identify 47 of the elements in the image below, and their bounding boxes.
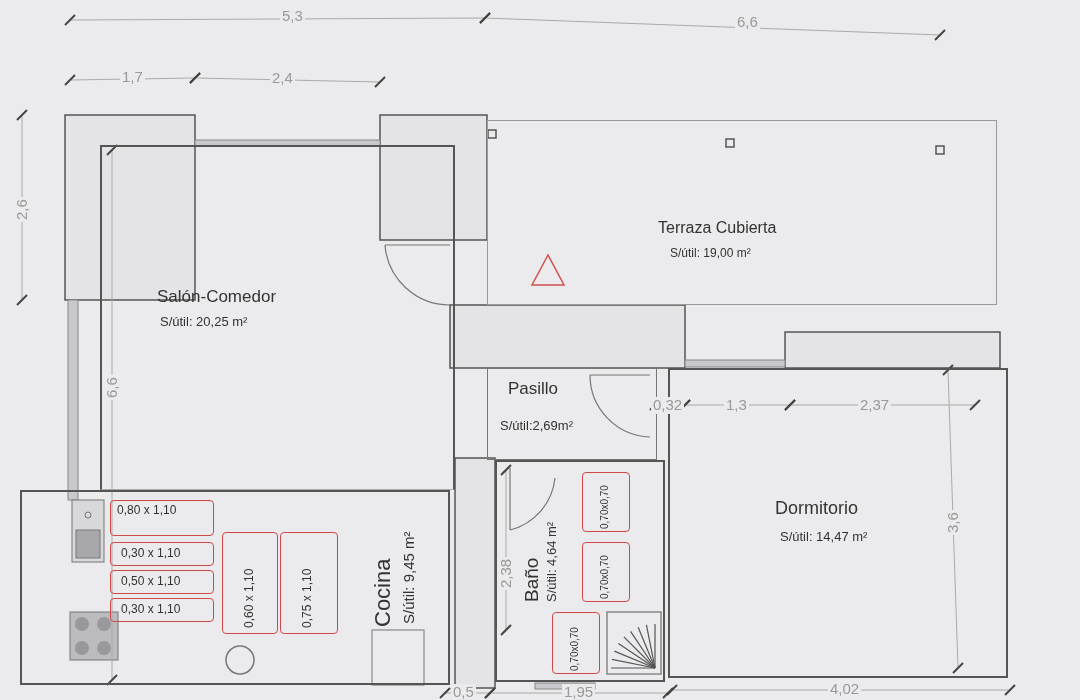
dimension-label: 3,6 bbox=[945, 510, 962, 535]
room-name: Dormitorio bbox=[775, 498, 858, 519]
dimension-label: 2,4 bbox=[270, 70, 295, 87]
size-label: 0,70x0,70 bbox=[569, 627, 581, 671]
furniture-outline bbox=[110, 542, 214, 566]
size-label: 0,30 x 1,10 bbox=[121, 603, 181, 617]
room-name: Terraza Cubierta bbox=[658, 219, 777, 238]
area-label: S/útil:2,69m² bbox=[500, 419, 573, 434]
furniture-outline bbox=[110, 570, 214, 594]
area-label: S/útil: 9,45 m² bbox=[400, 531, 418, 624]
dimension-label: 0,5 bbox=[451, 684, 476, 700]
size-label: 0,50 x 1,10 bbox=[121, 575, 181, 589]
size-label: 0,30 x 1,10 bbox=[121, 547, 181, 561]
fixture-outline bbox=[582, 472, 630, 532]
dimension-label: 0,32 bbox=[651, 397, 685, 414]
dimension-label: 6,6 bbox=[735, 14, 760, 31]
size-label: 0,75 x 1,10 bbox=[301, 568, 315, 628]
room-name: Pasillo bbox=[508, 379, 559, 399]
dimension-label: 2,38 bbox=[498, 556, 515, 590]
furniture-outline bbox=[110, 500, 214, 536]
area-label: S/útil: 20,25 m² bbox=[160, 315, 248, 330]
room-name: Baño bbox=[521, 557, 543, 602]
terrace-outline bbox=[487, 120, 997, 305]
furniture-outline bbox=[110, 598, 214, 622]
dimension-label: 1,95 bbox=[562, 684, 596, 700]
dimension-label: 4,02 bbox=[828, 681, 862, 698]
dimension-label: 1,3 bbox=[724, 397, 749, 414]
dimension-label: 6,6 bbox=[104, 375, 121, 400]
room-name: Salón-Comedor bbox=[157, 287, 277, 307]
fixture-outline bbox=[582, 542, 630, 602]
dimension-label: 5,3 bbox=[280, 8, 305, 25]
room-outline bbox=[495, 460, 665, 682]
dimension-label: 2,6 bbox=[14, 197, 31, 222]
size-label: 0,70x0,70 bbox=[599, 485, 611, 529]
area-label: S/útil: 19,00 m² bbox=[670, 247, 751, 261]
size-label: 0,70x0,70 bbox=[599, 555, 611, 599]
size-label: 0,80 x 1,10 bbox=[117, 504, 177, 518]
room-outline bbox=[20, 490, 450, 685]
area-label: S/útil: 4,64 m² bbox=[545, 521, 560, 602]
size-label: 0,60 x 1,10 bbox=[243, 568, 257, 628]
dimension-label: 1,7 bbox=[120, 69, 145, 86]
furniture-outline bbox=[222, 532, 278, 634]
furniture-outline bbox=[280, 532, 338, 634]
fixture-outline bbox=[552, 612, 600, 674]
room-name: Cocina bbox=[370, 558, 396, 627]
dimension-label: 2,37 bbox=[858, 397, 892, 414]
area-label: S/útil: 14,47 m² bbox=[780, 530, 868, 545]
